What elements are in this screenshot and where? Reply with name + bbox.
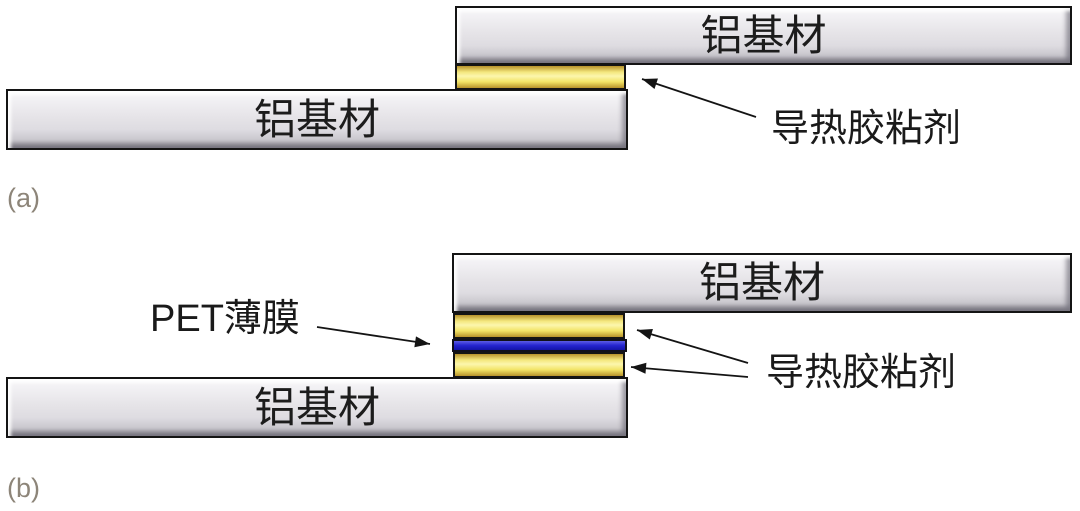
panel-a-top-substrate-bar: 铝基材 — [455, 6, 1072, 65]
panel-b-adhesive-arrow-top — [636, 329, 749, 364]
panel-b-top-substrate-label: 铝基材 — [698, 259, 825, 306]
panel-b-top-substrate-bar: 铝基材 — [452, 253, 1072, 313]
panel-b-pet-callout-label: PET薄膜 — [150, 298, 300, 340]
panel-a-adhesive-callout-label: 导热胶粘剂 — [771, 108, 962, 150]
panel-a-bottom-substrate-label: 铝基材 — [253, 95, 380, 143]
panel-a-caption: (a) — [7, 183, 40, 213]
panel-b-bottom-substrate-bar: 铝基材 — [6, 377, 628, 438]
panel-b-bottom-substrate-label: 铝基材 — [253, 383, 380, 431]
panel-a-top-substrate-label: 铝基材 — [700, 11, 827, 59]
panel-b-pet-film-layer — [452, 339, 627, 352]
panel-b-caption: (b) — [7, 473, 40, 503]
panel-a-adhesive-layer — [455, 64, 626, 90]
panel-a-bottom-substrate-bar: 铝基材 — [6, 89, 628, 150]
panel-b-adhesive-arrow-bottom — [630, 362, 749, 378]
panel-b-adhesive-layer-top — [453, 313, 625, 339]
panel-b-adhesive-callout-label: 导热胶粘剂 — [766, 352, 957, 394]
panel-b-pet-arrow — [316, 326, 431, 348]
panel-b-adhesive-layer-bottom — [453, 352, 625, 378]
panel-a-adhesive-arrow — [641, 78, 757, 118]
